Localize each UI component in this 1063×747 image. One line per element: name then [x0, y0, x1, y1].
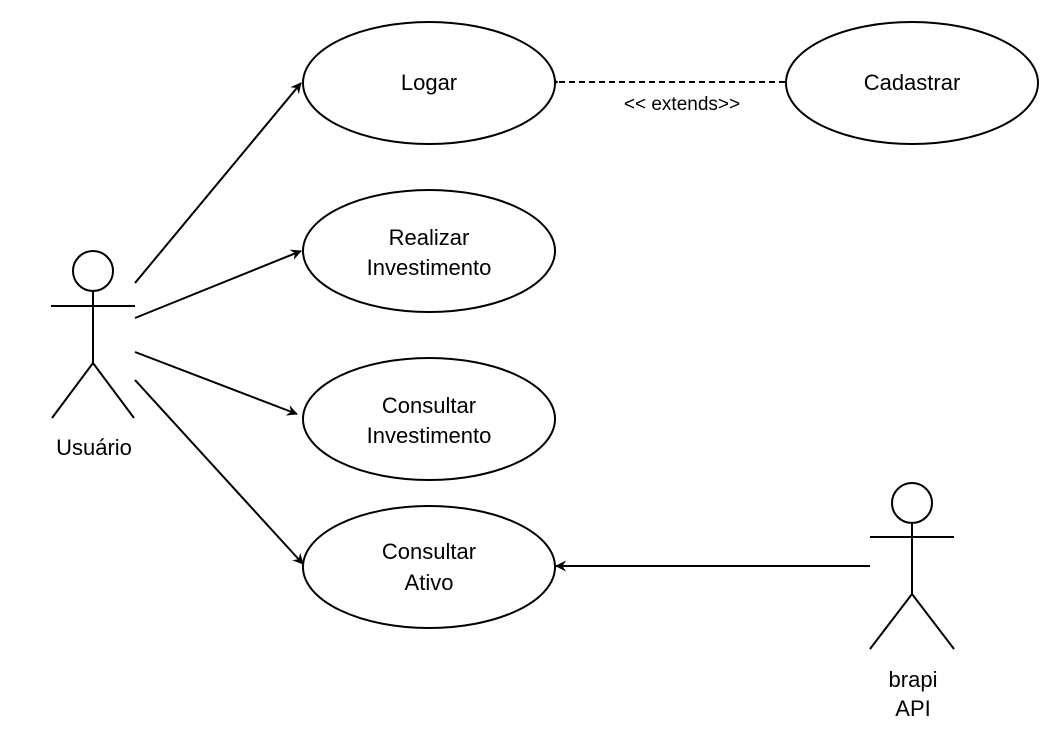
association-usuario-logar — [134, 82, 302, 284]
association-usuario-consultar-investimento — [134, 351, 298, 416]
actor-usuario-right-leg — [92, 362, 135, 419]
use-case-realizar-investimento-label-line1: Realizar — [389, 225, 470, 250]
actor-usuario-label: Usuário — [56, 435, 132, 460]
use-case-consultar-ativo-label-line2: Ativo — [405, 570, 454, 595]
association-usuario-realizar-investimento — [134, 249, 302, 319]
use-case-consultar-investimento-shape — [302, 357, 556, 481]
use-case-consultar-ativo-shape — [302, 505, 556, 629]
actor-usuario[interactable]: Usuário — [51, 250, 135, 460]
actor-usuario-left-leg — [51, 362, 94, 419]
actor-brapi-api[interactable]: brapi API — [869, 482, 955, 721]
use-case-logar-label: Logar — [401, 70, 457, 95]
use-case-consultar-ativo-label-line1: Consultar — [382, 539, 476, 564]
use-case-cadastrar-shape — [785, 21, 1039, 145]
use-case-logar[interactable]: Logar — [302, 21, 556, 145]
actor-usuario-head — [72, 250, 114, 292]
use-case-consultar-investimento-label-line1: Consultar — [382, 393, 476, 418]
use-case-consultar-investimento-label-line2: Investimento — [367, 423, 492, 448]
use-case-logar-shape — [302, 21, 556, 145]
use-case-cadastrar-label: Cadastrar — [864, 70, 961, 95]
association-usuario-consultar-ativo — [134, 379, 304, 565]
use-case-cadastrar[interactable]: Cadastrar — [785, 21, 1039, 145]
actor-brapi-label-line1: brapi — [889, 667, 938, 692]
use-case-consultar-ativo[interactable]: Consultar Ativo — [302, 505, 556, 629]
actor-brapi-label-line2: API — [895, 696, 930, 721]
actor-brapi-left-leg — [869, 593, 913, 650]
use-case-consultar-investimento[interactable]: Consultar Investimento — [302, 357, 556, 481]
extends-label: << extends>> — [624, 94, 740, 115]
actor-brapi-head — [891, 482, 933, 524]
use-case-realizar-investimento[interactable]: Realizar Investimento — [302, 189, 556, 313]
use-case-realizar-investimento-label-line2: Investimento — [367, 255, 492, 280]
actor-brapi-right-leg — [911, 593, 955, 650]
use-case-realizar-investimento-shape — [302, 189, 556, 313]
